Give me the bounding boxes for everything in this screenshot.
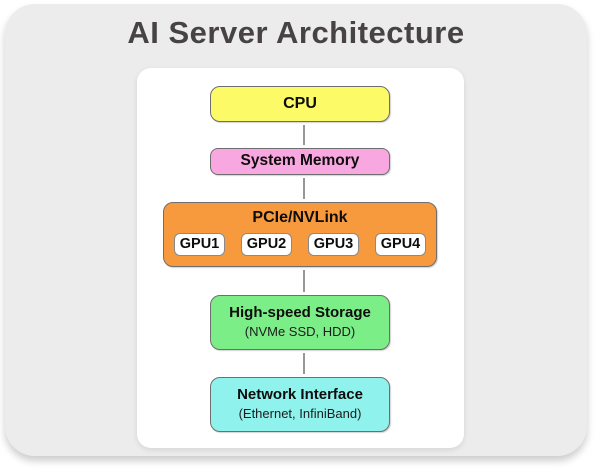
connector-pcie-storage — [303, 270, 305, 292]
gpu-chip-3: GPU3 — [308, 233, 359, 256]
gpu-chip-2: GPU2 — [241, 233, 292, 256]
node-system-memory-label: System Memory — [240, 152, 360, 169]
node-system-memory: System Memory — [210, 148, 390, 175]
architecture-card: AI Server Architecture CPU System Memory… — [5, 4, 587, 456]
node-network-interface: Network Interface (Ethernet, InfiniBand) — [210, 377, 390, 432]
node-network-interface-label: Network Interface — [237, 386, 363, 403]
gpu-chip-1: GPU1 — [174, 233, 225, 256]
node-network-interface-sublabel: (Ethernet, InfiniBand) — [238, 406, 362, 421]
node-pcie-nvlink-label: PCIe/NVLink — [252, 209, 348, 226]
node-cpu: CPU — [210, 86, 390, 122]
connector-storage-network — [303, 353, 305, 374]
gpu-row: GPU1 GPU2 GPU3 GPU4 — [164, 227, 436, 256]
connector-memory-pcie — [303, 178, 305, 199]
node-pcie-nvlink: PCIe/NVLink GPU1 GPU2 GPU3 GPU4 — [163, 202, 437, 267]
node-cpu-label: CPU — [283, 95, 317, 112]
node-storage-label: High-speed Storage — [229, 304, 371, 321]
node-storage: High-speed Storage (NVMe SSD, HDD) — [210, 295, 390, 350]
connector-cpu-memory — [303, 125, 305, 145]
node-storage-sublabel: (NVMe SSD, HDD) — [244, 324, 356, 339]
page-title: AI Server Architecture — [127, 15, 465, 50]
diagram-panel: CPU System Memory PCIe/NVLink GPU1 GPU2 … — [137, 68, 464, 448]
gpu-chip-4: GPU4 — [375, 233, 426, 256]
